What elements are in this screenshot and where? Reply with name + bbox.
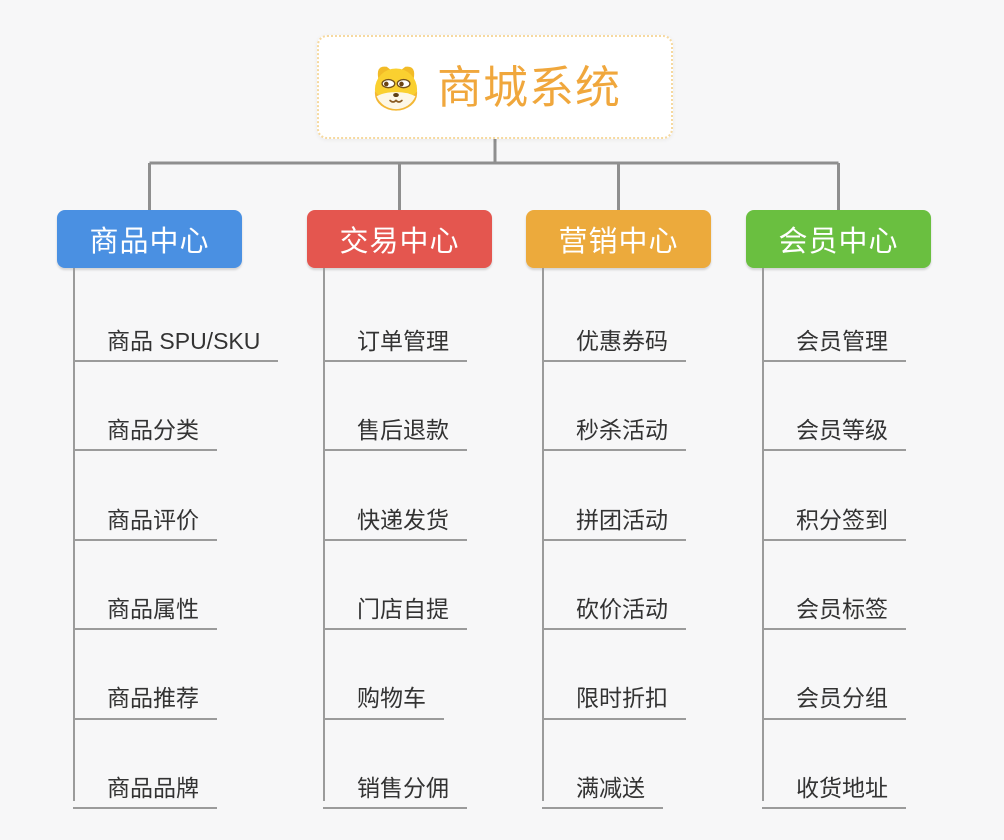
root-node[interactable]: 商城系统 (317, 35, 673, 139)
branch-child-trunk-line (542, 268, 544, 801)
child-node[interactable]: 订单管理 (323, 308, 467, 362)
child-node[interactable]: 秒杀活动 (542, 397, 686, 452)
child-node[interactable]: 积分签到 (762, 487, 906, 541)
branch-label: 交易中心 (339, 226, 460, 258)
child-node[interactable]: 商品属性 (73, 576, 217, 631)
branch-child-trunk-line (762, 268, 764, 801)
child-node[interactable]: 拼团活动 (542, 487, 686, 541)
child-node[interactable]: 砍价活动 (542, 576, 686, 631)
child-node[interactable]: 商品品牌 (73, 755, 217, 809)
child-node[interactable]: 收货地址 (762, 755, 906, 809)
child-node[interactable]: 会员等级 (762, 397, 906, 452)
child-node[interactable]: 会员标签 (762, 576, 906, 631)
child-node[interactable]: 售后退款 (323, 397, 467, 452)
branch-node[interactable]: 营销中心 (526, 210, 711, 268)
child-node[interactable]: 会员分组 (762, 666, 906, 720)
branch-node[interactable]: 商品中心 (57, 210, 242, 268)
child-node[interactable]: 优惠券码 (542, 308, 686, 362)
branch-child-trunk-line (323, 268, 325, 801)
child-node[interactable]: 购物车 (323, 666, 444, 720)
child-node[interactable]: 商品推荐 (73, 666, 217, 720)
branch-node[interactable]: 交易中心 (307, 210, 492, 268)
child-node[interactable]: 快递发货 (323, 487, 467, 541)
dog-face-icon (369, 60, 423, 114)
child-node[interactable]: 商品 SPU/SKU (73, 308, 279, 362)
child-node[interactable]: 限时折扣 (542, 666, 686, 720)
child-node[interactable]: 商品评价 (73, 487, 217, 541)
child-node[interactable]: 满减送 (542, 755, 663, 809)
branch-child-trunk-line (73, 268, 75, 801)
branch-label: 会员中心 (778, 226, 899, 258)
root-title: 商城系统 (436, 61, 621, 113)
child-node[interactable]: 销售分佣 (323, 755, 467, 809)
child-node[interactable]: 商品分类 (73, 397, 217, 452)
branch-label: 营销中心 (558, 226, 679, 258)
child-node[interactable]: 会员管理 (762, 308, 906, 362)
child-node[interactable]: 门店自提 (323, 576, 467, 631)
branch-label: 商品中心 (89, 226, 210, 258)
branch-node[interactable]: 会员中心 (746, 210, 931, 268)
